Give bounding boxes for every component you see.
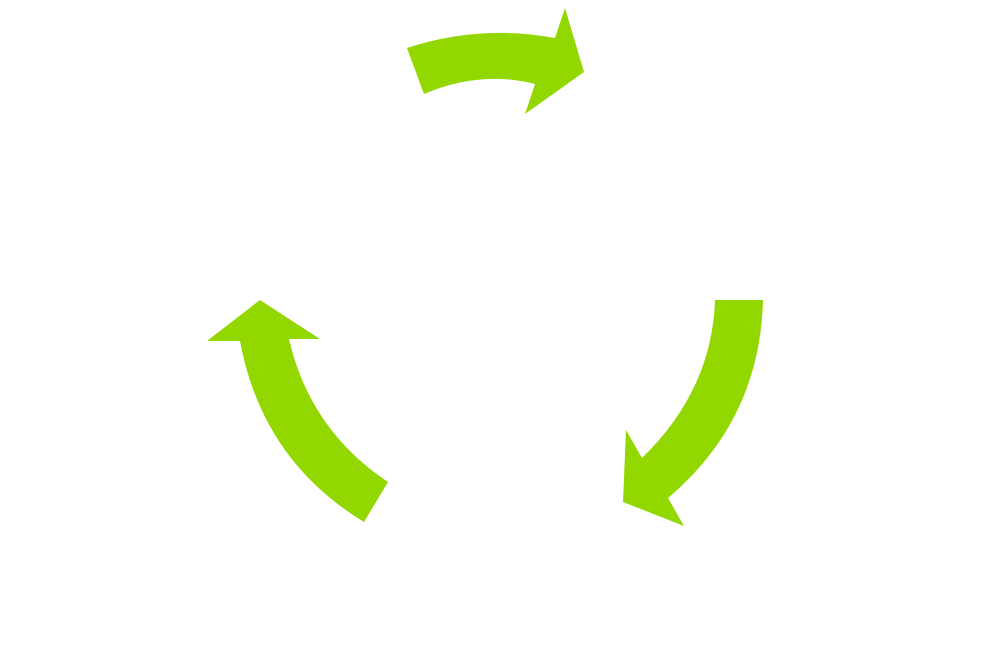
cycle-arrow-right-icon xyxy=(623,300,763,526)
cycle-arrow-top-icon xyxy=(407,8,584,114)
cycle-arrow-left-icon xyxy=(207,300,388,522)
